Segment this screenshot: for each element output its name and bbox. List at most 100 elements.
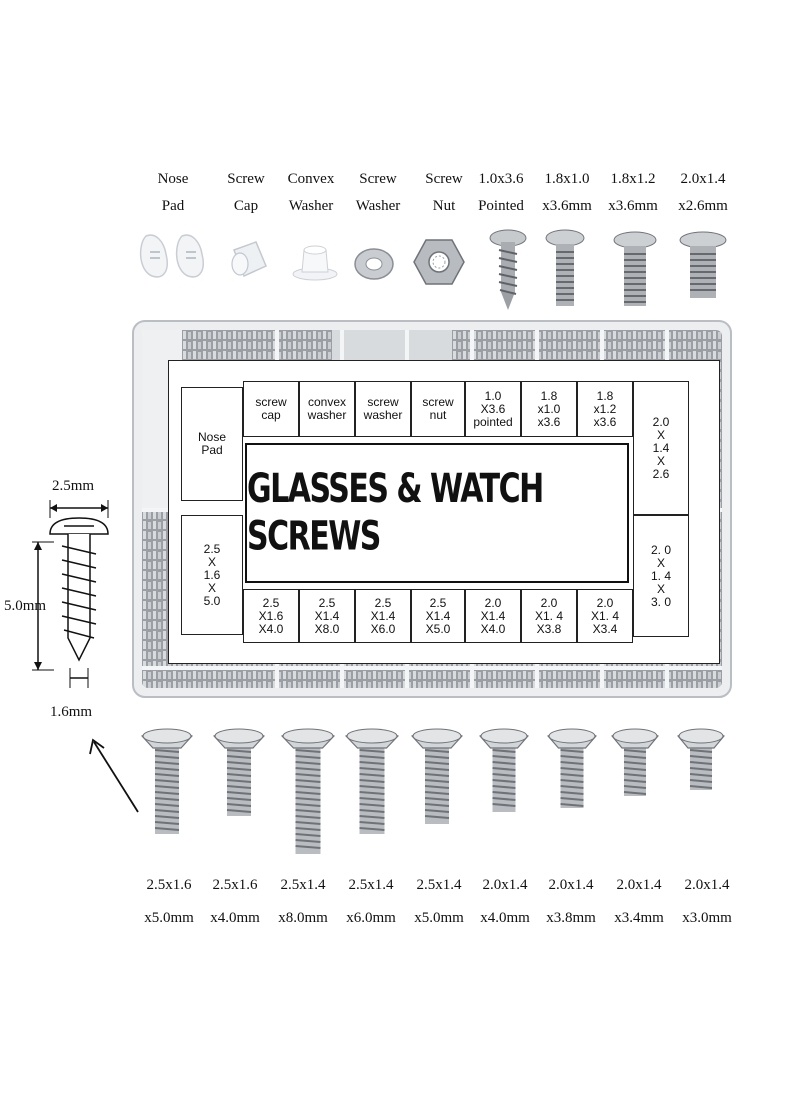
nose-pad-icon	[139, 234, 204, 278]
label-line: 2.0x1.4	[482, 877, 528, 893]
dimension-diagram: 2.5mm 5.0mm 1.6mm	[0, 470, 140, 730]
label-nose-pad: Nose Pad	[148, 166, 198, 220]
cell-top-4: screw nut	[411, 381, 465, 437]
bottom-screw-6-icon	[479, 728, 529, 812]
bottom-screw-4-icon	[344, 728, 400, 834]
label-line: Washer	[288, 198, 334, 214]
label-pointed-screw: 1.0x3.6 Pointed	[470, 166, 532, 220]
bottom-screw-9-icon	[677, 728, 725, 790]
label-line: 2.5x1.6	[212, 877, 258, 893]
label-line: 2.5x1.4	[416, 877, 462, 893]
cell-right-bottom: 2. 0 X 1. 4 X 3. 0	[633, 515, 689, 637]
cell-text: 2.5 X1.4 X8.0	[314, 595, 340, 636]
convex-washer-icon	[292, 245, 338, 281]
bottom-screw-8-icon	[611, 728, 659, 796]
cell-text: screw nut	[422, 395, 454, 422]
cell-top-1: screw cap	[243, 381, 299, 437]
cell-text: 1.0 X3.6 pointed	[473, 388, 513, 429]
cell-bottom-1: 2.5 X1.6 X4.0	[243, 589, 299, 643]
cell-text: 2.0 X1. 4 X3.8	[534, 595, 564, 636]
label-screw-nut: Screw Nut	[416, 166, 472, 220]
label-line: 2.0x1.4	[548, 877, 594, 893]
screw-20x14-icon	[679, 231, 727, 298]
cell-top-3: screw washer	[355, 381, 411, 437]
label-line: 1.8x1.0	[544, 171, 590, 187]
label-line: 1.0x3.6	[478, 171, 524, 187]
label-line: x5.0mm	[144, 910, 194, 926]
cell-right-top: 2.0 X 1.4 X 2.6	[633, 381, 689, 515]
title-frame: GLASSES & WATCH SCREWS	[245, 443, 629, 583]
cell-text: screw washer	[363, 395, 403, 422]
screw-nut-icon	[413, 239, 465, 285]
cell-text: 2.0 X1.4 X4.0	[480, 595, 506, 636]
cell-bottom-3: 2.5 X1.4 X6.0	[355, 589, 411, 643]
label-screw-20x14: 2.0x1.4 x2.6mm	[668, 166, 738, 220]
bottom-screw-7-icon	[547, 728, 597, 808]
pointer-arrow-icon	[89, 738, 139, 813]
label-screw-cap: Screw Cap	[218, 166, 274, 220]
label-line: Screw	[425, 171, 463, 187]
cell-text: 1.8 x1.0 x3.6	[537, 388, 561, 429]
label-line: Nut	[432, 198, 456, 214]
cell-text: Nose Pad	[197, 430, 226, 457]
card-title: GLASSES & WATCH SCREWS	[247, 465, 544, 561]
label-line: Screw	[359, 171, 397, 187]
cell-text: 2.5 X1.6 X4.0	[258, 595, 284, 636]
cell-top-5: 1.0 X3.6 pointed	[465, 381, 521, 437]
cell-text: 2.5 X1.4 X6.0	[370, 595, 396, 636]
screw-cap-icon	[231, 241, 267, 278]
bottom-label-4: 2.5x1.4 x6.0mm	[340, 872, 402, 932]
label-line: x3.6mm	[542, 198, 592, 214]
bottom-label-6: 2.0x1.4 x4.0mm	[474, 872, 536, 932]
label-line: Pad	[161, 198, 185, 214]
label-line: Nose	[157, 171, 189, 187]
cell-text: screw cap	[255, 395, 287, 422]
label-line: 2.5x1.6	[146, 877, 192, 893]
label-line: Washer	[355, 198, 401, 214]
label-line: x5.0mm	[414, 910, 464, 926]
label-line: x6.0mm	[346, 910, 396, 926]
cell-left-bottom: 2.5 X 1.6 X 5.0	[181, 515, 243, 635]
bottom-screw-5-icon	[411, 728, 463, 824]
cell-top-6: 1.8 x1.0 x3.6	[521, 381, 577, 437]
bottom-label-5: 2.5x1.4 x5.0mm	[408, 872, 470, 932]
label-line: 2.0x1.4	[680, 171, 726, 187]
bottom-label-8: 2.0x1.4 x3.4mm	[608, 872, 670, 932]
cell-top-2: convex washer	[299, 381, 355, 437]
label-screw-18x10: 1.8x1.0 x3.6mm	[534, 166, 600, 220]
cell-nose-pad: Nose Pad	[181, 387, 243, 501]
label-convex-washer: Convex Washer	[280, 166, 342, 220]
label-line: x3.8mm	[546, 910, 596, 926]
bottom-screw-1-icon	[141, 728, 193, 834]
cell-bottom-2: 2.5 X1.4 X8.0	[299, 589, 355, 643]
screw-diagram-icon	[32, 500, 109, 688]
label-card: Nose Pad 2.5 X 1.6 X 5.0 screw cap conve…	[168, 360, 720, 664]
label-line: 1.8x1.2	[610, 171, 656, 187]
label-line: 2.0x1.4	[684, 877, 730, 893]
cell-text: 2.5 X 1.6 X 5.0	[203, 541, 221, 608]
label-line: x4.0mm	[480, 910, 530, 926]
label-line: Pointed	[478, 198, 524, 214]
label-line: x4.0mm	[210, 910, 260, 926]
label-screw-washer: Screw Washer	[346, 166, 410, 220]
cell-top-7: 1.8 x1.2 x3.6	[577, 381, 633, 437]
screw-washer-icon	[354, 248, 394, 280]
cell-text: 2.5 X1.4 X5.0	[425, 595, 451, 636]
label-line: x8.0mm	[278, 910, 328, 926]
label-line: x2.6mm	[678, 198, 728, 214]
cell-text: 2.0 X1. 4 X3.4	[590, 595, 620, 636]
label-line: x3.4mm	[614, 910, 664, 926]
cell-bottom-4: 2.5 X1.4 X5.0	[411, 589, 465, 643]
label-line: 2.0x1.4	[616, 877, 662, 893]
cell-text: 1.8 x1.2 x3.6	[593, 388, 617, 429]
bottom-screw-3-icon	[280, 728, 336, 854]
label-screw-18x12: 1.8x1.2 x3.6mm	[600, 166, 666, 220]
bottom-label-9: 2.0x1.4 x3.0mm	[676, 872, 738, 932]
pointed-screw-icon	[489, 229, 527, 310]
screw-18x10-icon	[545, 229, 585, 306]
cell-text: 2. 0 X 1. 4 X 3. 0	[650, 542, 671, 609]
dim-length-label: 5.0mm	[4, 598, 47, 614]
cell-bottom-7: 2.0 X1. 4 X3.4	[577, 589, 633, 643]
label-line: Screw	[227, 171, 265, 187]
cell-bottom-6: 2.0 X1. 4 X3.8	[521, 589, 577, 643]
